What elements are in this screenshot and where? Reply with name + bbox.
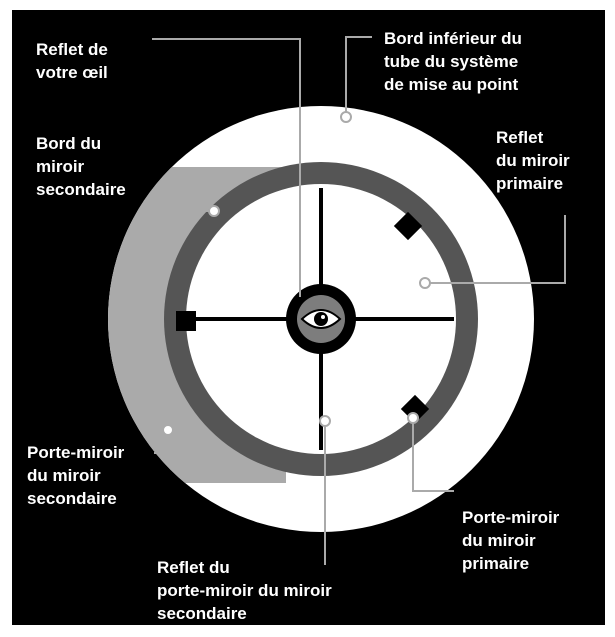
- eye-icon: [300, 309, 342, 329]
- leader-primary-reflection: [429, 215, 566, 284]
- label-focuser-tube-edge: Bord inférieur du tube du système de mis…: [384, 29, 522, 94]
- leader-secondary-holder: [154, 433, 169, 454]
- leader-dots: [162, 111, 431, 436]
- label-eye-reflection: Reflet de votre œil: [36, 40, 108, 82]
- diagram-panel: Reflet de votre œil Bord inférieur du tu…: [12, 10, 605, 625]
- clip-left: [176, 311, 196, 331]
- label-secondary-mirror-edge: Bord du miroir secondaire: [36, 134, 126, 199]
- label-secondary-holder-reflection: Reflet du porte-miroir du miroir seconda…: [157, 558, 332, 623]
- leader-primary-clips: [412, 421, 454, 492]
- collimation-diagram: [108, 36, 566, 565]
- leader-lines: [147, 36, 566, 565]
- label-primary-mirror-clips: Porte-miroir du miroir primaire: [462, 508, 560, 573]
- leader-focuser: [345, 36, 372, 113]
- label-secondary-mirror-holder: Porte-miroir du miroir secondaire: [27, 443, 125, 508]
- leader-eye: [152, 38, 301, 297]
- label-primary-mirror-reflection: Reflet du miroir primaire: [496, 128, 570, 193]
